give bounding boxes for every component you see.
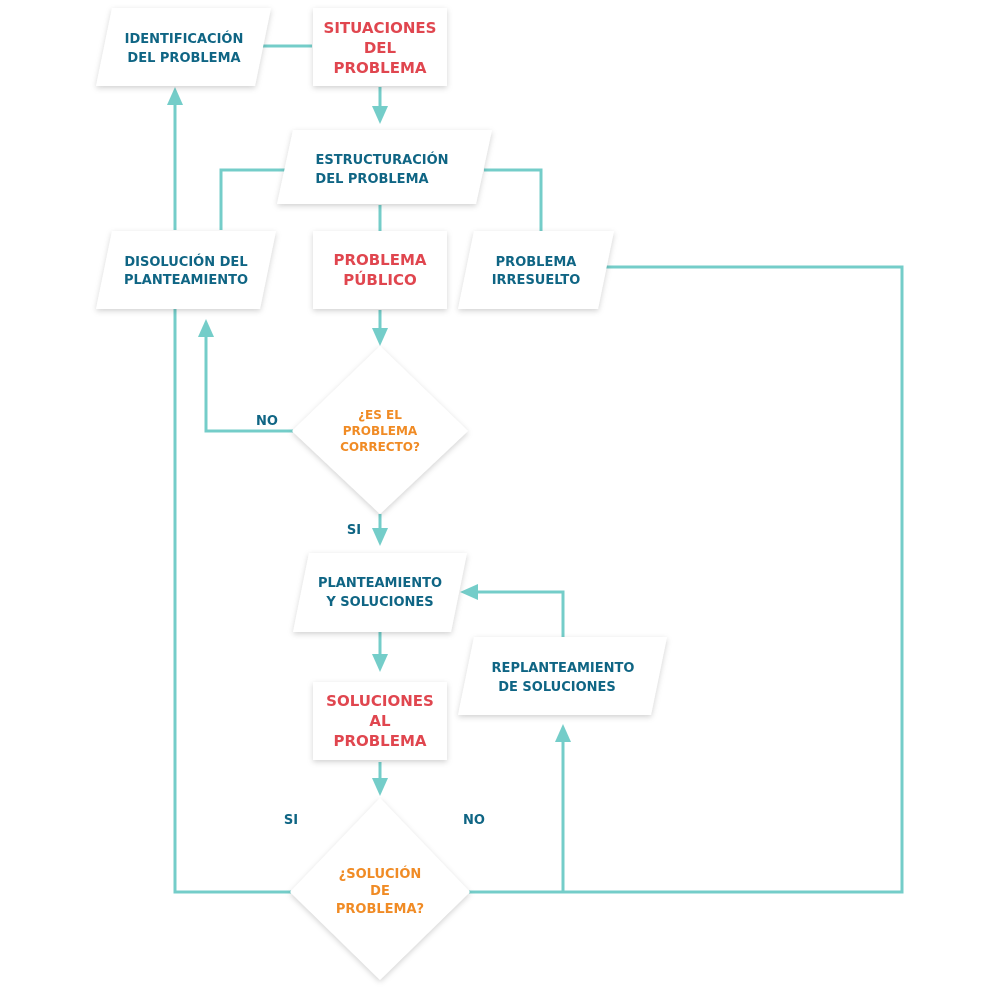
- node-estructuracion-line-2: DEL PROBLEMA: [315, 172, 428, 187]
- node-problema-publico: PROBLEMA PÚBLICO: [313, 231, 447, 309]
- connector-replanteamiento-planteamiento: [476, 590, 565, 637]
- node-situaciones-line-2: DEL: [364, 39, 397, 57]
- node-replanteamiento-line-2: DE SOLUCIONES: [498, 680, 616, 695]
- node-soluciones-line-2: AL: [369, 712, 391, 730]
- node-irresuelto: PROBLEMA IRRESUELTO: [458, 231, 614, 309]
- node-situaciones: SITUACIONES DEL PROBLEMA: [313, 8, 447, 86]
- connector-decision1-no: [204, 335, 293, 433]
- arrowhead-to-estructuracion: [372, 106, 388, 124]
- arrowhead-to-disolucion: [198, 319, 214, 337]
- edge-label-si-2: SI: [284, 813, 298, 828]
- node-identificacion-line-2: DEL PROBLEMA: [127, 51, 240, 66]
- node-planteamiento: PLANTEAMIENTO Y SOLUCIONES: [293, 553, 467, 632]
- node-situaciones-line-3: PROBLEMA: [333, 59, 426, 77]
- node-identificacion: IDENTIFICACIÓN DEL PROBLEMA: [96, 8, 271, 86]
- decision1-line-1: ¿ES EL: [358, 408, 402, 422]
- node-problema-publico-line-1: PROBLEMA: [333, 251, 426, 269]
- arrowhead-to-planteamiento: [372, 528, 388, 546]
- node-disolucion-line-2: PLANTEAMIENTO: [124, 273, 248, 288]
- connector-decision2-si: [173, 309, 291, 894]
- edge-label-si-1: SI: [347, 523, 361, 538]
- connector-estructuracion-irresuelto: [484, 168, 543, 231]
- node-irresuelto-line-1: PROBLEMA: [496, 255, 577, 270]
- connectors: [167, 44, 904, 894]
- node-replanteamiento: REPLANTEAMIENTO DE SOLUCIONES: [458, 637, 667, 715]
- connector-decision2-no: [469, 265, 904, 894]
- node-situaciones-line-1: SITUACIONES: [324, 19, 437, 37]
- node-estructuracion: ESTRUCTURACIÓN DEL PROBLEMA: [277, 130, 492, 204]
- arrowhead-to-decision1: [372, 328, 388, 346]
- node-replanteamiento-line-1: REPLANTEAMIENTO: [492, 661, 635, 676]
- arrowhead-to-soluciones: [372, 654, 388, 672]
- arrowhead-back-to-planteamiento: [460, 584, 478, 600]
- node-estructuracion-line-1: ESTRUCTURACIÓN: [315, 152, 448, 168]
- decision-solucion-problema: ¿SOLUCIÓN DE PROBLEMA?: [290, 798, 470, 980]
- node-soluciones-line-1: SOLUCIONES: [326, 692, 434, 710]
- node-planteamiento-line-2: Y SOLUCIONES: [325, 595, 433, 610]
- decision1-line-3: CORRECTO?: [340, 440, 420, 454]
- decision1-line-2: PROBLEMA: [343, 424, 418, 438]
- node-problema-publico-line-2: PÚBLICO: [343, 270, 417, 289]
- decision2-line-3: PROBLEMA?: [336, 902, 424, 917]
- decision-problema-correcto: ¿ES EL PROBLEMA CORRECTO?: [292, 346, 468, 514]
- node-soluciones: SOLUCIONES AL PROBLEMA: [313, 682, 447, 760]
- decision2-line-1: ¿SOLUCIÓN: [339, 866, 422, 882]
- arrowhead-to-identificacion: [167, 87, 183, 105]
- edge-label-no-1: NO: [256, 414, 278, 429]
- node-disolucion: DISOLUCIÓN DEL PLANTEAMIENTO: [96, 231, 276, 309]
- connector-estructuracion-disolucion: [219, 168, 285, 230]
- node-planteamiento-line-1: PLANTEAMIENTO: [318, 576, 442, 591]
- node-soluciones-line-3: PROBLEMA: [333, 732, 426, 750]
- node-identificacion-line-1: IDENTIFICACIÓN: [125, 31, 244, 47]
- node-irresuelto-line-2: IRRESUELTO: [492, 273, 581, 288]
- arrowhead-to-decision2: [372, 778, 388, 796]
- node-disolucion-line-1: DISOLUCIÓN DEL: [124, 254, 247, 270]
- edge-label-no-2: NO: [463, 813, 485, 828]
- decision2-line-2: DE: [370, 884, 390, 899]
- arrowhead-to-replanteamiento: [555, 724, 571, 742]
